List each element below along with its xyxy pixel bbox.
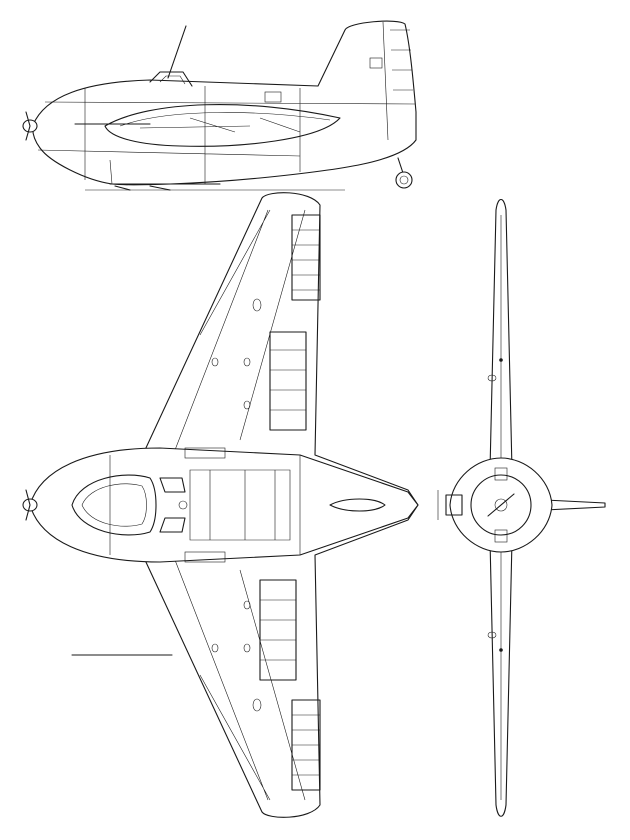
top-propeller	[25, 489, 31, 521]
side-rudder-hinge	[382, 21, 389, 141]
top-upper-flap-ribs	[270, 349, 306, 411]
side-rudder-ribs	[390, 29, 413, 91]
side-tailwheel	[395, 171, 413, 189]
top-tail-fin	[329, 498, 386, 512]
side-hatch	[264, 91, 282, 103]
top-upper-hatch	[184, 447, 226, 459]
front-engine-cowl	[470, 474, 532, 536]
side-propeller	[25, 111, 31, 141]
top-lower-wing-lines	[174, 559, 306, 801]
top-lower-aileron-ribs	[292, 714, 320, 776]
top-center-port	[178, 500, 188, 510]
top-lower-hatch	[184, 551, 226, 563]
top-upper-intake	[159, 477, 186, 493]
side-antenna	[167, 25, 187, 79]
front-tail-boom	[544, 499, 606, 511]
side-landing-skid	[109, 183, 221, 191]
front-upper-marker	[499, 358, 503, 362]
top-upper-wing-lines	[174, 209, 306, 451]
front-spinner	[494, 498, 508, 512]
top-lower-flap	[259, 579, 297, 681]
side-panel-lines	[37, 86, 416, 185]
side-wing-root	[104, 104, 341, 147]
front-lower-bump	[487, 631, 497, 639]
front-lower-hardpoint	[494, 529, 508, 543]
top-fuselage	[29, 447, 419, 563]
side-tailwheel-hub	[399, 175, 409, 185]
top-upper-aileron	[291, 214, 321, 301]
front-lower-marker	[499, 648, 503, 652]
top-upper-flap	[269, 331, 307, 431]
side-fuselage	[32, 20, 417, 186]
top-lower-intake	[159, 517, 186, 533]
side-view	[22, 20, 417, 191]
top-view	[22, 192, 419, 818]
front-propeller	[487, 493, 515, 517]
front-upper-hardpoint	[494, 467, 508, 481]
top-canopy	[71, 474, 157, 536]
top-lower-flap-ribs	[260, 599, 296, 661]
front-upper-bump	[487, 374, 497, 382]
side-canopy-frame	[159, 75, 186, 85]
side-wing-details	[119, 112, 331, 133]
top-upper-aileron-ribs	[292, 229, 320, 291]
top-fuselage-panels	[189, 469, 291, 541]
front-view	[437, 198, 606, 817]
top-access-ports	[211, 298, 262, 712]
side-canopy	[149, 71, 193, 87]
top-canopy-frame	[81, 483, 147, 527]
front-left-intake	[445, 494, 463, 516]
side-tail-panel	[369, 57, 383, 69]
top-bulkheads	[109, 455, 301, 555]
